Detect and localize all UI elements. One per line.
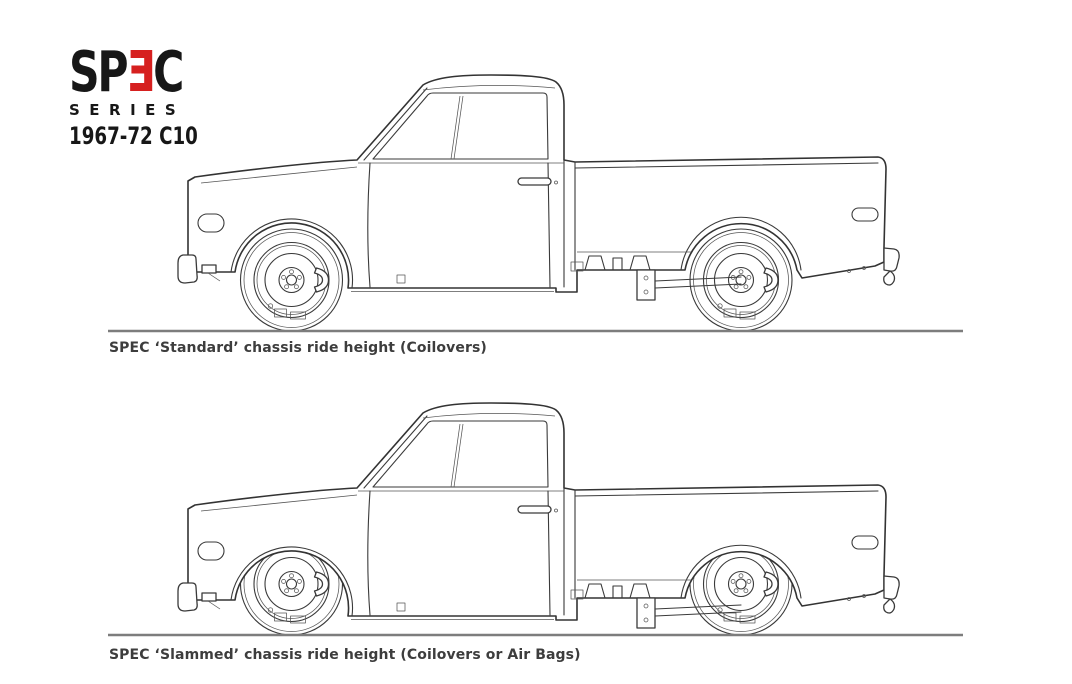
brand-reversed-e: Ǝ	[126, 40, 155, 105]
truck-body	[177, 74, 900, 301]
brand-prefix: SP	[69, 40, 129, 105]
caption-standard: SPEC ‘Standard’ chassis ride height (Coi…	[109, 340, 487, 356]
brand-wordmark: SPƎC	[69, 45, 184, 101]
series-label: SERIES	[69, 101, 186, 119]
diagram-standard-ride-height: SPEC ‘Standard’ chassis ride height (Coi…	[108, 59, 968, 364]
diagram-slammed-ride-height: SPEC ‘Slammed’ chassis ride height (Coil…	[108, 363, 968, 668]
brand-logo: SPƎC SERIES 1967-72 C10	[69, 45, 209, 151]
truck-side-view-slammed-illustration	[108, 402, 963, 637]
truck-side-view-standard-illustration	[108, 74, 963, 333]
caption-slammed: SPEC ‘Slammed’ chassis ride height (Coil…	[109, 647, 581, 663]
brand-suffix: C	[153, 40, 184, 105]
